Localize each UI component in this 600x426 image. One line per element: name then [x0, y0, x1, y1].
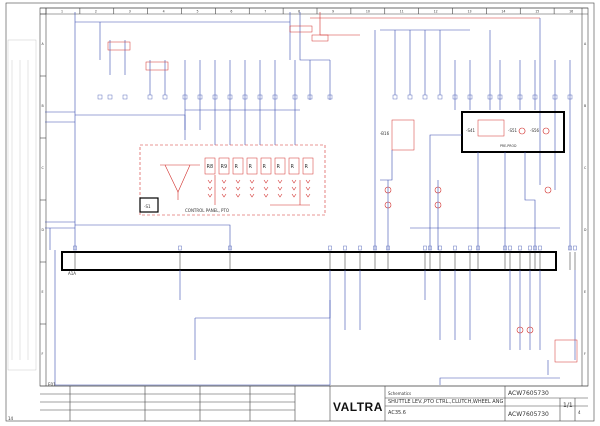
relay-label: R [277, 164, 281, 170]
svg-text:-S1: -S1 [144, 204, 151, 209]
top-wiring [74, 12, 571, 250]
row-label-right: A [584, 42, 587, 46]
column-label: 5 [196, 10, 198, 14]
relay-label: R [235, 164, 239, 170]
sheet-border [5, 2, 595, 422]
drawing-area [39, 7, 589, 387]
upper-components [97, 25, 573, 100]
row-label-right: D [584, 228, 587, 232]
column-label: 10 [366, 10, 370, 14]
control-panel-pto: -S1 R8 R9 R R R R R R CONTROL PANEL, PTO [139, 144, 326, 216]
relay-box [302, 157, 314, 175]
column-label: 4 [163, 10, 165, 14]
row-label: B [42, 104, 44, 108]
relay-box [218, 157, 230, 175]
shuttle-block-label: A1A [68, 271, 76, 276]
relay-label: R [305, 164, 309, 170]
row-label-right: B [584, 104, 586, 108]
column-label: 6 [230, 10, 232, 14]
left-margin-notes [7, 39, 37, 371]
row-label: C [42, 166, 45, 170]
relay-box [274, 157, 286, 175]
column-label: 13 [467, 10, 471, 14]
doc-title: SHUTTLE LEV.,PTO CTRL.,CLUTCH,WHEEL ANG [388, 399, 503, 405]
row-label: A [42, 42, 45, 46]
model: AC35.6 [388, 410, 406, 416]
sheet-number: 14 [8, 416, 14, 421]
pre-prod-box [461, 111, 565, 153]
row-label-right: C [584, 166, 587, 170]
s41-label: -S41 [466, 128, 476, 133]
shuttle-control-unit: A1A [61, 245, 577, 276]
relay-box [232, 157, 244, 175]
relay-label: R [263, 164, 267, 170]
revision: 4 [578, 410, 581, 415]
left-inputs [45, 111, 330, 386]
column-label: 3 [129, 10, 131, 14]
doc-type: Schematics [388, 391, 411, 396]
row-label: F [42, 352, 44, 356]
row-ruler: A A B B C C D D E E F F [40, 8, 587, 386]
relay-box [288, 157, 300, 175]
pre-prod-label: PRE-PROD [500, 144, 517, 148]
column-label: 15 [535, 10, 539, 14]
doc-number-2: ACW7605730 [508, 411, 549, 418]
relay-box [246, 157, 258, 175]
s56-label: -S56 [530, 128, 540, 133]
column-label: 8 [298, 10, 300, 14]
doc-number: ACW7605730 [508, 390, 549, 397]
column-label: 7 [264, 10, 266, 14]
row-label: E [42, 290, 44, 294]
column-label: 2 [95, 10, 97, 14]
column-label: 14 [501, 10, 505, 14]
sensor-block: -S41 -S51 -S56 PRE-PROD [429, 111, 565, 250]
control-panel-label: CONTROL PANEL, PTO [185, 208, 229, 213]
sheet-count: 1/1 [563, 402, 573, 409]
relay-label: R [291, 164, 295, 170]
column-label: 11 [400, 10, 404, 14]
title-block: VALTRA Schematics SHUTTLE LEV.,PTO CTRL.… [8, 385, 588, 421]
bottom-left-node: E01 [48, 382, 56, 387]
relay-label: R8 [207, 164, 214, 170]
row-label-right: F [584, 352, 586, 356]
lower-wiring: E01 [48, 270, 578, 387]
column-label: 12 [434, 10, 438, 14]
column-label: 1 [61, 10, 63, 14]
row-label: D [42, 228, 45, 232]
clutch-sensor: -B16 [380, 119, 560, 250]
b16-label: -B16 [380, 131, 390, 136]
column-label: 16 [569, 10, 573, 14]
relay-box [204, 157, 216, 175]
brand-logo: VALTRA [333, 400, 383, 414]
relay-label: R [249, 164, 253, 170]
column-label: 9 [332, 10, 334, 14]
relay-label: R9 [221, 164, 228, 170]
s51-label: -S51 [508, 128, 518, 133]
row-label-right: E [584, 290, 586, 294]
relay-box [260, 157, 272, 175]
